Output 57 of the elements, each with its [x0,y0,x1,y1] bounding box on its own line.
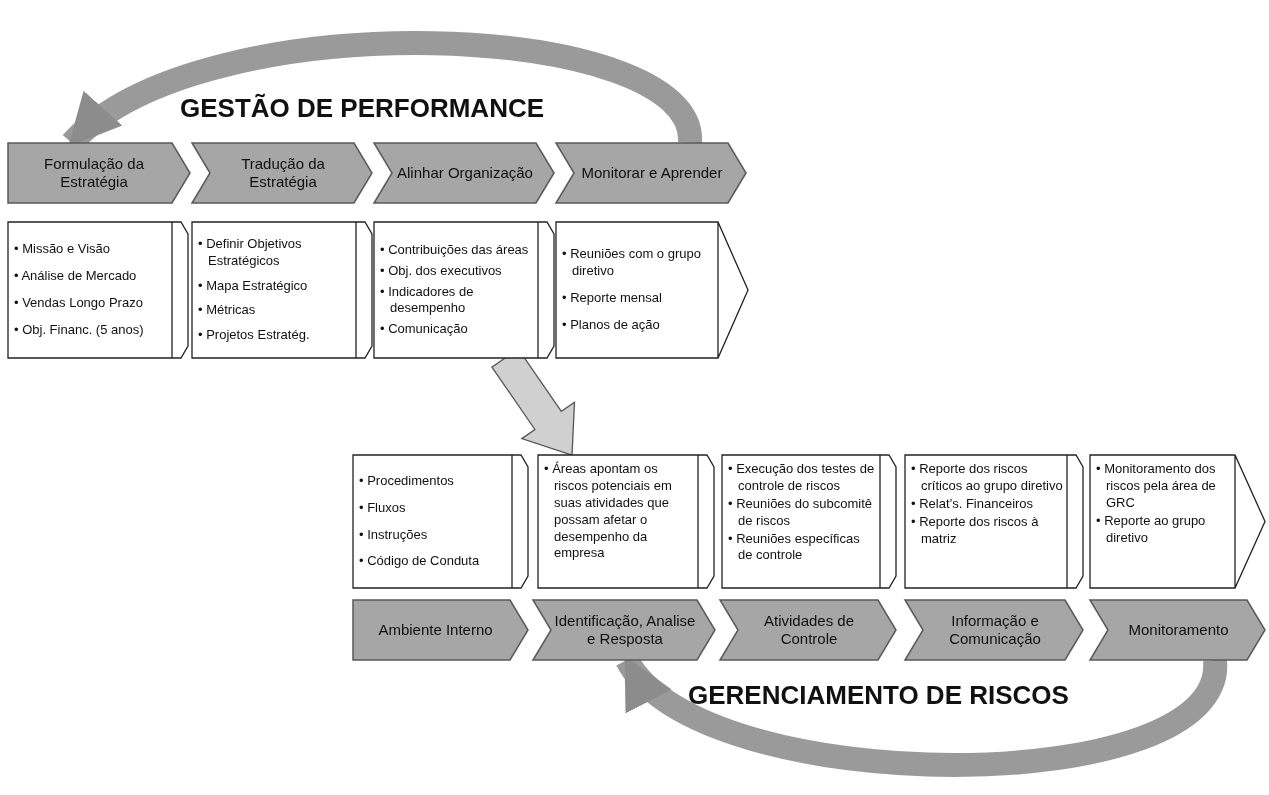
step-label: Ambiente Interno [377,620,494,640]
step-label: Monitorar e Aprender [580,163,724,183]
content-box [905,455,1083,588]
bullet-item: • Reporte dos riscos à matriz [911,513,1040,548]
step-label: Formulação da Estratégia [42,154,146,192]
bullet-item: • Missão e Visão [14,241,112,259]
step-label: Monitoramento [1127,620,1230,640]
step-label: Alinhar Organização [396,163,534,183]
bullet-item: • Reuniões do subcomitê de riscos [728,495,874,530]
chevron-step [556,143,746,203]
content-box [374,222,554,358]
section-heading: GERENCIAMENTO DE RISCOS [688,680,1069,711]
bullet-item: • Obj. Financ. (5 anos) [14,321,145,339]
content-box [538,455,714,588]
bullet-item: • Vendas Longo Prazo [14,295,144,312]
section-heading: GESTÃO DE PERFORMANCE [180,93,545,124]
bullet-item: • Relat’s. Financeiros [911,495,1035,513]
bullet-item: • Código de Conduta [359,553,481,571]
content-box [722,455,896,588]
bullet-item: • Planos de ação [562,316,661,334]
bullet-item: • Reuniões específicas de controle [728,530,861,565]
bullet-item: • Obj. dos executivos [380,262,503,280]
chevron-step [533,600,715,660]
bullet-item: • Projetos Estratég. [198,327,311,345]
chevron-step [192,143,372,203]
bullet-item: • Comunicação [380,321,469,339]
content-box [192,222,372,358]
bullet-item: • Reporte dos riscos críticos ao grupo diretivo [911,461,1064,495]
bullet-item: • Reporte ao grupo diretivo [1096,512,1207,547]
bullet-item: • Indicadores de desempenho [380,283,475,318]
bullet-item: • Áreas apontam os riscos potenciais em suas atividades que possam afetar o desempenho da empresa [544,461,673,563]
bullet-item: • Fluxos [359,499,407,517]
chevron-step [720,600,896,660]
content-box [556,222,748,358]
step-label: Informação e Comunicação [948,611,1042,649]
content-box [1090,455,1265,588]
bullet-item: • Mapa Estratégico [198,277,309,295]
bullet-item: • Definir Objetivos Estratégicos [198,235,303,270]
chevron-step [905,600,1083,660]
bullet-item: • Instruções [359,526,429,544]
step-label: Identificação, Analise e Resposta [553,611,697,649]
bullet-item: • Análise de Mercado [14,268,138,285]
bullet-item: • Contribuições das áreas [380,241,530,259]
bullet-item: • Métricas [198,302,257,320]
content-box [8,222,188,358]
chevron-step [374,143,554,203]
bullet-item: • Reuniões com o grupo diretivo [562,246,702,280]
chevron-step [1090,600,1265,660]
chevron-step [353,600,528,660]
step-label: Atividades de Controle [762,611,856,649]
content-box [353,455,528,588]
bullet-item: • Monitoramento dos riscos pela área de GRC [1096,461,1217,512]
step-label: Tradução da Estratégia [240,154,326,192]
bullet-item: • Execução dos testes de controle de riscos [728,461,876,495]
bullet-item: • Procedimentos [359,472,455,490]
bullet-item: • Reporte mensal [562,290,663,307]
chevron-step [8,143,190,203]
